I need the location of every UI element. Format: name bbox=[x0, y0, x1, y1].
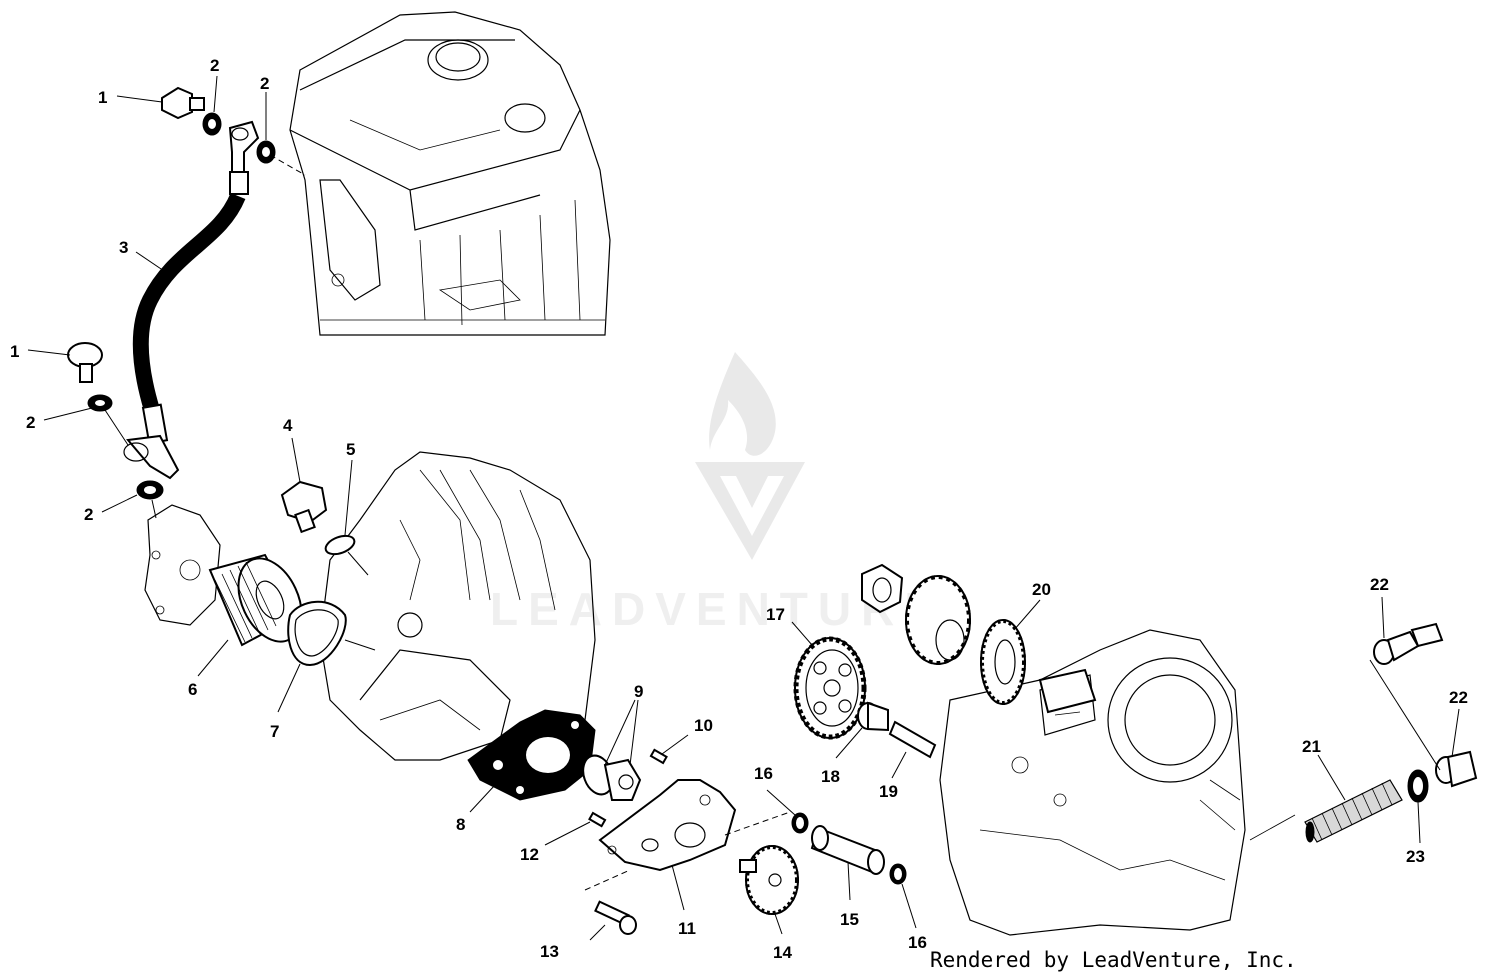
callout-12: 12 bbox=[520, 845, 539, 864]
oil-pump-rotors bbox=[582, 754, 642, 801]
callout-10: 10 bbox=[694, 716, 713, 735]
callout-2-upper-a: 2 bbox=[210, 56, 219, 75]
gear-cluster bbox=[861, 563, 971, 665]
pump-mounting-screw bbox=[594, 900, 637, 935]
callout-15: 15 bbox=[840, 910, 859, 929]
callout-2-lower-a: 2 bbox=[26, 413, 35, 432]
driven-gear bbox=[793, 636, 867, 740]
callout-14: 14 bbox=[773, 943, 792, 962]
oil-pump-body bbox=[598, 779, 737, 872]
sealing-washers bbox=[87, 112, 276, 500]
callout-17: 17 bbox=[766, 605, 785, 624]
leadventure-watermark: LEADVENTURE bbox=[490, 352, 945, 635]
render-credit: Rendered by LeadVenture, Inc. bbox=[930, 948, 1297, 972]
callout-2-upper-b: 2 bbox=[260, 74, 269, 93]
gear-pin bbox=[888, 720, 937, 759]
callout-18: 18 bbox=[821, 767, 840, 786]
drive-gear bbox=[980, 619, 1097, 714]
gear-bushing bbox=[857, 701, 889, 732]
strainer-plug-upper bbox=[1373, 622, 1444, 665]
drain-plug-lower bbox=[1435, 750, 1478, 788]
callout-20: 20 bbox=[1032, 580, 1051, 599]
banjo-bolt-upper bbox=[161, 86, 205, 120]
oil-pump-gear bbox=[739, 845, 799, 915]
dowel-pins bbox=[588, 748, 668, 828]
oil-pump-gasket bbox=[467, 709, 596, 801]
callout-16-lower: 16 bbox=[908, 933, 927, 952]
callout-4: 4 bbox=[283, 416, 293, 435]
callout-5: 5 bbox=[346, 440, 355, 459]
banjo-bolt-lower bbox=[67, 342, 103, 383]
callout-22-upper: 22 bbox=[1370, 575, 1389, 594]
leader-lines bbox=[27, 75, 1460, 941]
callout-2-lower-b: 2 bbox=[84, 505, 93, 524]
callout-1-lower: 1 bbox=[10, 342, 19, 361]
cylinder-head bbox=[289, 11, 611, 336]
callout-7: 7 bbox=[270, 722, 279, 741]
callout-22-lower: 22 bbox=[1449, 688, 1468, 707]
callout-23: 23 bbox=[1406, 847, 1425, 866]
callout-1-upper: 1 bbox=[98, 88, 107, 107]
oil-filter-cover bbox=[144, 504, 221, 626]
filter-cover-gasket bbox=[287, 600, 347, 667]
oil-filter bbox=[208, 553, 303, 647]
callout-6: 6 bbox=[188, 680, 197, 699]
callout-9: 9 bbox=[634, 682, 643, 701]
shaft-o-rings bbox=[791, 812, 907, 885]
callout-16-upper: 16 bbox=[754, 764, 773, 783]
oil-pressure-switch bbox=[280, 480, 356, 556]
oil-strainer bbox=[1304, 779, 1403, 843]
callout-11: 11 bbox=[678, 919, 696, 938]
callout-labels: 1 2 2 3 1 2 2 4 5 6 7 8 9 10 11 12 13 14… bbox=[10, 56, 1468, 962]
callout-8: 8 bbox=[456, 815, 465, 834]
left-crankcase bbox=[319, 451, 596, 761]
callout-13: 13 bbox=[540, 942, 559, 961]
oil-hose bbox=[123, 120, 260, 480]
watermark-text: LEADVENTURE bbox=[490, 583, 945, 635]
callout-19: 19 bbox=[879, 782, 898, 801]
callout-3: 3 bbox=[119, 238, 128, 257]
oil-pump-shaft bbox=[810, 825, 885, 875]
plug-washer bbox=[1407, 769, 1429, 803]
callout-21: 21 bbox=[1302, 737, 1321, 756]
